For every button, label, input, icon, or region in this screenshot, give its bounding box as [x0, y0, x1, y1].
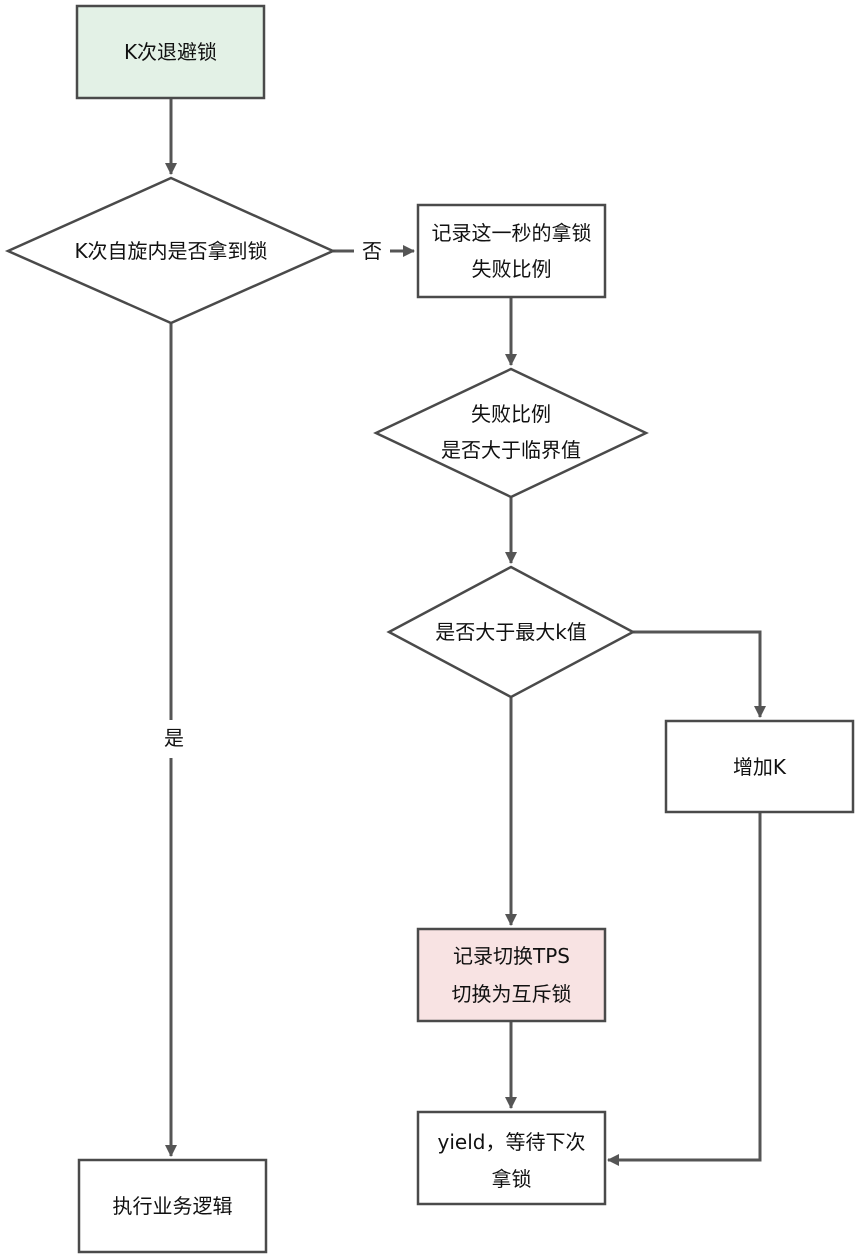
node-switch-mutex: 记录切换TPS 切换为互斥锁: [416, 927, 607, 1023]
node-ratio-check: 失败比例 是否大于临界值: [373, 367, 649, 499]
edges: 否 是: [164, 98, 766, 1166]
node-business-label: 执行业务逻辑: [113, 1194, 233, 1218]
node-ratio-check-line2: 是否大于临界值: [441, 438, 581, 462]
edge-label-yes: 是: [164, 726, 184, 750]
edge-increase-to-yield: [607, 812, 762, 1166]
node-yield-line2: 拿锁: [492, 1167, 532, 1191]
node-start-label: K次退避锁: [124, 40, 217, 64]
node-ratio-check-line1: 失败比例: [471, 402, 551, 426]
node-business: 执行业务逻辑: [77, 1158, 268, 1254]
node-spin-check-label: K次自旋内是否拿到锁: [74, 239, 267, 263]
node-record-fail-line2: 失败比例: [472, 257, 552, 281]
node-max-k-check-label: 是否大于最大k值: [435, 620, 587, 644]
node-switch-mutex-line1: 记录切换TPS: [453, 944, 570, 968]
node-record-fail-line1: 记录这一秒的拿锁: [432, 221, 592, 245]
node-increase-k-label: 增加K: [733, 755, 787, 779]
node-start: K次退避锁: [75, 4, 266, 100]
node-yield: yield，等待下次 拿锁: [416, 1110, 607, 1206]
node-switch-mutex-line2: 切换为互斥锁: [452, 982, 572, 1006]
edge-label-no: 否: [362, 239, 382, 263]
node-spin-check: K次自旋内是否拿到锁: [4, 176, 337, 325]
node-max-k-check: 是否大于最大k值: [386, 565, 636, 699]
node-increase-k: 增加K: [664, 719, 855, 814]
node-yield-line1: yield，等待下次: [438, 1130, 586, 1154]
node-record-fail: 记录这一秒的拿锁 失败比例: [416, 203, 607, 299]
edge-maxk-to-increase: [633, 630, 766, 718]
